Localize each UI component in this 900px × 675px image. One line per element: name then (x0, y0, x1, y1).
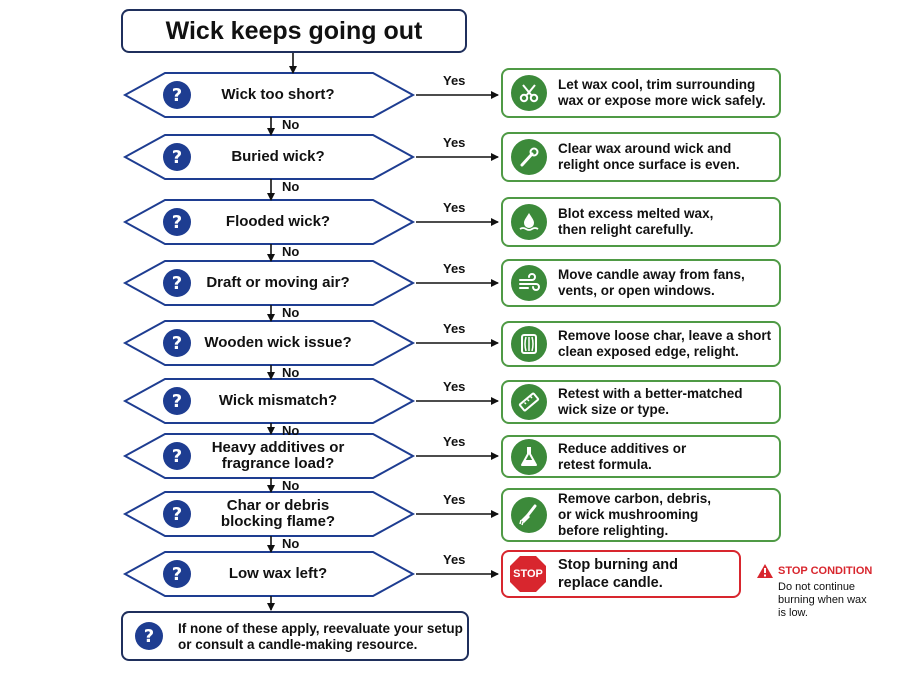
yes-label: Yes (443, 434, 466, 449)
question-icon: ? (163, 560, 191, 588)
decision-label: Wooden wick issue? (204, 334, 352, 351)
action-text: Reduce additives or retest formula. (558, 440, 687, 472)
flowchart-title: Wick keeps going out (121, 9, 467, 53)
decision-label: Wick mismatch? (218, 392, 338, 409)
action-box: Clear wax around wick and relight once s… (501, 132, 781, 182)
decision-hexagon (122, 134, 416, 180)
action-text: Clear wax around wick and relight once s… (558, 141, 740, 172)
no-label: No (282, 365, 300, 380)
action-box: Reduce additives or retest formula. (501, 435, 781, 478)
decision-label: Draft or moving air? (206, 274, 350, 291)
yes-label: Yes (443, 200, 466, 215)
stop-badge-text: STOP (513, 568, 543, 580)
decision-hexagon (122, 260, 416, 306)
no-label: No (282, 423, 300, 438)
decision-label: Buried wick? (231, 148, 325, 165)
stop-condition-text: Do not continue burning when wax is low. (778, 581, 867, 619)
action-box: Let wax cool, trim surrounding wax or ex… (501, 68, 781, 118)
decision-hexagon (122, 491, 416, 537)
decision-hexagon (122, 320, 416, 366)
decision-label: Low wax left? (228, 565, 328, 582)
action-box: Blot excess melted wax, then relight car… (501, 197, 781, 247)
warning-icon (757, 564, 773, 578)
question-icon: ? (163, 81, 191, 109)
stop-condition-title: STOP CONDITION (778, 565, 873, 577)
scissors-icon (511, 75, 547, 111)
wick-tool-icon (511, 139, 547, 175)
action-text: Remove carbon, debris, or wick mushroomi… (558, 491, 712, 538)
yes-label: Yes (443, 321, 466, 336)
final-note-text: If none of these apply, reevaluate your … (178, 621, 463, 652)
yes-label: Yes (443, 261, 466, 276)
decision-label: Wick too short? (221, 86, 335, 103)
action-box: Remove carbon, debris, or wick mushroomi… (501, 488, 781, 542)
decision-hexagon (122, 72, 416, 118)
decision-hexagon (122, 551, 416, 597)
decision-hexagon (122, 433, 416, 479)
question-icon: ? (135, 622, 163, 650)
question-icon: ? (163, 442, 191, 470)
decision-label: Char or debris blocking flame? (220, 497, 336, 530)
yes-label: Yes (443, 379, 466, 394)
wood-grain-icon (511, 326, 547, 362)
question-icon: ? (163, 143, 191, 171)
yes-label: Yes (443, 73, 466, 88)
ruler-icon (511, 384, 547, 420)
no-label: No (282, 179, 300, 194)
wax-drop-icon (511, 204, 547, 240)
action-box: Move candle away from fans, vents, or op… (501, 259, 781, 307)
decision-label: Flooded wick? (225, 213, 331, 230)
no-label: No (282, 305, 300, 320)
decision-hexagon (122, 378, 416, 424)
action-text: Remove loose char, leave a short clean e… (558, 328, 772, 359)
question-icon: ? (163, 387, 191, 415)
action-text: Move candle away from fans, vents, or op… (558, 267, 745, 298)
question-icon: ? (163, 269, 191, 297)
action-text: Let wax cool, trim surrounding wax or ex… (558, 77, 766, 108)
action-box: Retest with a better-matched wick size o… (501, 380, 781, 424)
decision-label: Heavy additives or fragrance load? (211, 439, 345, 472)
final-note-box: ? If none of these apply, reevaluate you… (121, 611, 469, 661)
yes-label: Yes (443, 135, 466, 150)
question-icon: ? (163, 500, 191, 528)
yes-label: Yes (443, 492, 466, 507)
yes-label: Yes (443, 552, 466, 567)
no-label: No (282, 536, 300, 551)
no-label: No (282, 478, 300, 493)
stop-sign-icon: STOP (509, 555, 547, 593)
no-label: No (282, 117, 300, 132)
wind-icon (511, 265, 547, 301)
action-text: Stop burning and replace candle. (558, 557, 679, 591)
no-label: No (282, 244, 300, 259)
decision-hexagon (122, 199, 416, 245)
question-icon: ? (163, 208, 191, 236)
action-box: Remove loose char, leave a short clean e… (501, 321, 781, 367)
brush-icon (511, 497, 547, 533)
flask-icon (511, 438, 547, 475)
action-text: Blot excess melted wax, then relight car… (558, 206, 714, 237)
question-icon: ? (163, 329, 191, 357)
stop-action-box: STOP Stop burning and replace candle. (501, 550, 741, 598)
action-text: Retest with a better-matched wick size o… (558, 386, 743, 417)
